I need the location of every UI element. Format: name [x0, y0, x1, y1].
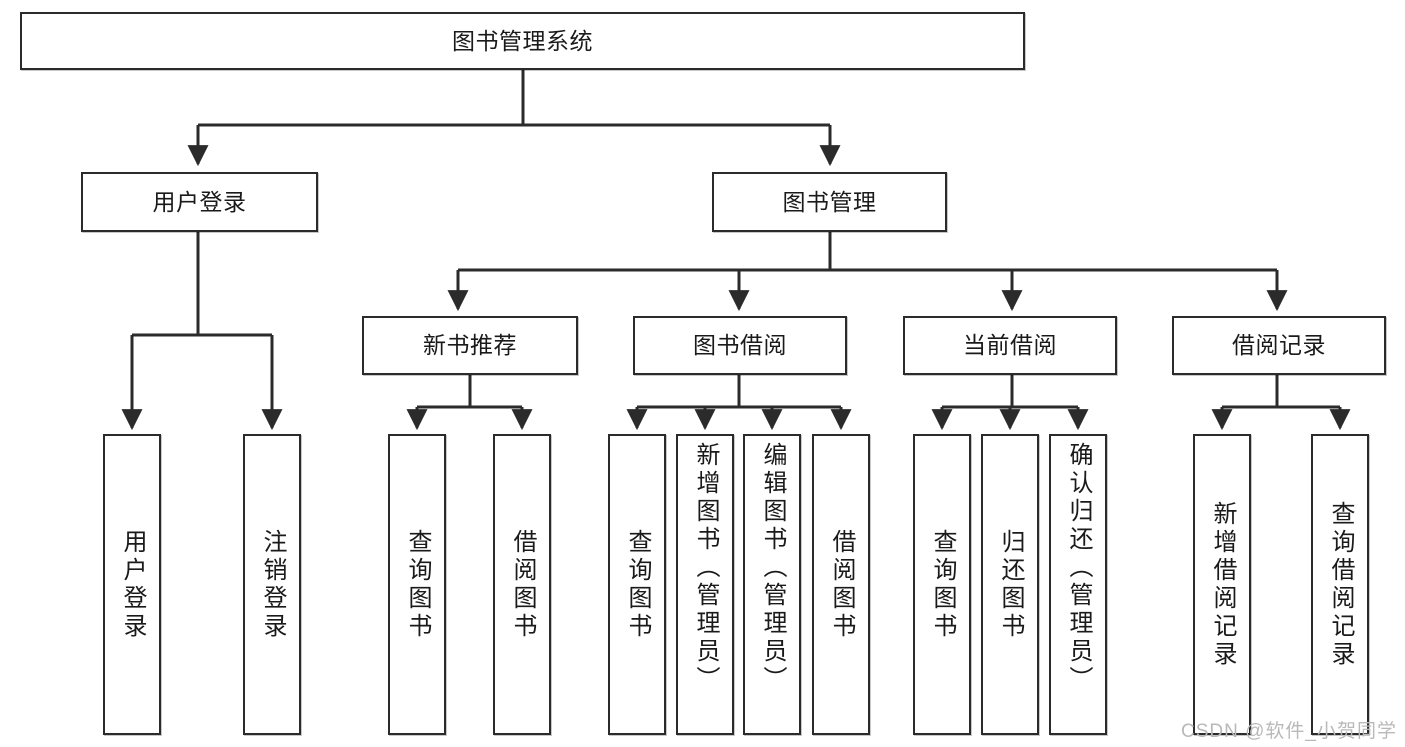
- node-leaf-edit-book[interactable]: 编辑图书（管理员）: [743, 434, 801, 735]
- csdn-watermark: CSDN @软件_小贺同学: [1181, 721, 1397, 742]
- node-root-label: 图书管理系统: [452, 27, 593, 54]
- node-leaf-query-record-label: 查询借阅记录: [1327, 500, 1354, 669]
- node-leaf-query-record[interactable]: 查询借阅记录: [1311, 434, 1369, 735]
- node-borrow-record[interactable]: 借阅记录: [1172, 316, 1386, 375]
- node-leaf-user-login-label: 用户登录: [119, 528, 146, 641]
- node-leaf-query-book-1-label: 查询图书: [404, 528, 431, 641]
- node-book-borrow-label: 图书借阅: [693, 332, 787, 359]
- node-book-manage-label: 图书管理: [782, 188, 877, 215]
- node-leaf-confirm-return[interactable]: 确认归还（管理员）: [1049, 434, 1107, 735]
- node-new-book-rec-label: 新书推荐: [423, 332, 517, 359]
- node-current-borrow-label: 当前借阅: [963, 332, 1057, 359]
- node-leaf-borrow-book-2[interactable]: 借阅图书: [812, 434, 870, 735]
- node-leaf-borrow-book-1-label: 借阅图书: [509, 528, 536, 641]
- node-book-manage[interactable]: 图书管理: [712, 172, 947, 232]
- node-leaf-query-book-3[interactable]: 查询图书: [913, 434, 971, 735]
- node-leaf-return-book[interactable]: 归还图书: [981, 434, 1039, 735]
- node-leaf-add-record[interactable]: 新增借阅记录: [1193, 434, 1251, 735]
- node-leaf-logout[interactable]: 注销登录: [243, 434, 301, 735]
- node-current-borrow[interactable]: 当前借阅: [903, 316, 1117, 375]
- node-leaf-user-login[interactable]: 用户登录: [103, 434, 161, 735]
- node-leaf-borrow-book-1[interactable]: 借阅图书: [493, 434, 551, 735]
- node-leaf-add-book[interactable]: 新增图书（管理员）: [676, 434, 734, 735]
- node-leaf-return-book-label: 归还图书: [997, 528, 1024, 641]
- node-leaf-confirm-return-label: 确认归还（管理员）: [1065, 442, 1092, 694]
- node-root[interactable]: 图书管理系统: [20, 12, 1025, 70]
- node-leaf-query-book-2-label: 查询图书: [624, 528, 651, 641]
- node-book-borrow[interactable]: 图书借阅: [633, 316, 847, 375]
- node-new-book-rec[interactable]: 新书推荐: [362, 316, 578, 375]
- node-leaf-edit-book-label: 编辑图书（管理员）: [759, 442, 786, 694]
- node-leaf-logout-label: 注销登录: [259, 528, 286, 641]
- node-user-login-label: 用户登录: [152, 188, 247, 215]
- node-user-login[interactable]: 用户登录: [81, 172, 318, 232]
- node-leaf-query-book-3-label: 查询图书: [929, 528, 956, 641]
- node-leaf-borrow-book-2-label: 借阅图书: [828, 528, 855, 641]
- node-leaf-query-book-2[interactable]: 查询图书: [608, 434, 666, 735]
- node-leaf-add-book-label: 新增图书（管理员）: [692, 442, 719, 694]
- node-borrow-record-label: 借阅记录: [1232, 332, 1326, 359]
- node-leaf-add-record-label: 新增借阅记录: [1209, 500, 1236, 669]
- node-leaf-query-book-1[interactable]: 查询图书: [388, 434, 446, 735]
